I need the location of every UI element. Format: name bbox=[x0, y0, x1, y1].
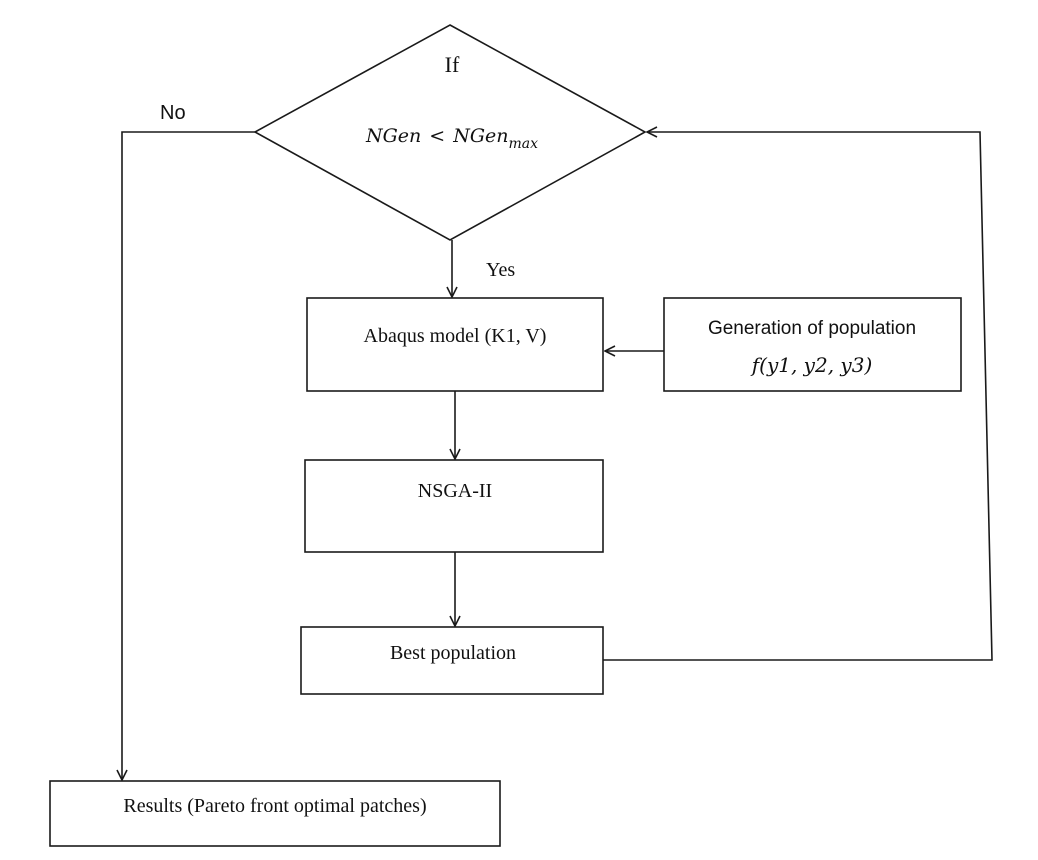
decision-diamond bbox=[253, 24, 647, 241]
condition-lhs: NGen bbox=[365, 125, 421, 147]
condition-operator: < bbox=[429, 125, 445, 147]
yes-label: Yes bbox=[486, 259, 515, 281]
generation-box bbox=[663, 297, 962, 392]
feedback-loop-arrow bbox=[603, 132, 993, 661]
condition-rhs-subscript: max bbox=[508, 136, 538, 152]
decision-condition: NGen<NGenmax bbox=[365, 125, 538, 152]
abaqus-model-label: Abaqus model (K1, V) bbox=[364, 325, 547, 347]
generation-formula: f(y1, y2, y3) bbox=[750, 353, 873, 377]
best-population-box bbox=[300, 626, 604, 695]
condition-rhs-base: NGen bbox=[452, 125, 508, 147]
no-branch-arrow bbox=[122, 131, 255, 780]
nsga-label: NSGA-II bbox=[418, 480, 492, 502]
no-label: No bbox=[160, 102, 186, 124]
decision-title: If bbox=[445, 52, 460, 77]
generation-title: Generation of population bbox=[708, 318, 916, 339]
results-box bbox=[49, 780, 501, 847]
best-population-label: Best population bbox=[390, 642, 516, 664]
results-label: Results (Pareto front optimal patches) bbox=[123, 795, 426, 817]
nsga-box bbox=[304, 459, 604, 553]
